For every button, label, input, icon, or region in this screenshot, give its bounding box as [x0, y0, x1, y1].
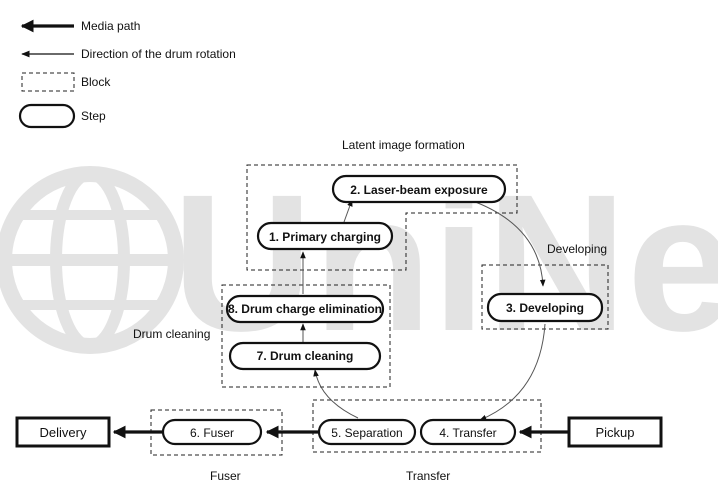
block-latent-label: Latent image formation — [342, 138, 465, 152]
rotation-arrow-developing-to-transfer — [479, 323, 546, 421]
block-developing-label: Developing — [547, 242, 607, 256]
step-8-drum-charge-elimination: 8. Drum charge elimination — [225, 294, 385, 324]
rotation-arrow-exposure-to-developing — [469, 199, 546, 287]
step-4-label: 4. Transfer — [439, 426, 496, 440]
step-6-label: 6. Fuser — [190, 426, 234, 440]
block-transfer-label: Transfer — [406, 469, 450, 483]
legend: Media path Direction of the drum rotatio… — [18, 19, 236, 129]
step-2-laser-beam-exposure: 2. Laser-beam exposure — [331, 174, 507, 204]
pickup-box: Pickup — [567, 416, 663, 448]
block-drum-cleaning-label: Drum cleaning — [133, 327, 210, 341]
step-5-label: 5. Separation — [331, 426, 402, 440]
block-latent-image-formation — [246, 164, 518, 271]
rotation-arrow-separation-to-cleaning — [313, 369, 359, 419]
legend-media-path-label: Media path — [81, 19, 140, 33]
drum-rotation-arrows — [300, 199, 546, 421]
step-7-label: 7. Drum cleaning — [257, 349, 354, 363]
block-drum-cleaning — [221, 284, 391, 388]
legend-step-label: Step — [81, 109, 106, 123]
step-6-fuser: 6. Fuser — [161, 418, 263, 446]
step-2-label: 2. Laser-beam exposure — [350, 183, 488, 197]
step-4-transfer: 4. Transfer — [419, 418, 517, 446]
pickup-label: Pickup — [595, 425, 634, 440]
step-3-developing: 3. Developing — [486, 292, 604, 323]
delivery-box: Delivery — [15, 416, 111, 448]
step-5-separation: 5. Separation — [317, 418, 417, 446]
step-1-label: 1. Primary charging — [269, 230, 381, 244]
block-fuser-label: Fuser — [210, 469, 241, 483]
legend-block-swatch — [21, 72, 75, 92]
step-7-drum-cleaning: 7. Drum cleaning — [228, 341, 382, 371]
step-8-label: 8. Drum charge elimination — [228, 302, 382, 316]
delivery-label: Delivery — [40, 425, 87, 440]
block-transfer — [312, 399, 542, 453]
legend-block-label: Block — [81, 75, 111, 89]
step-3-label: 3. Developing — [506, 301, 584, 315]
legend-step-swatch — [18, 103, 76, 129]
step-1-primary-charging: 1. Primary charging — [256, 221, 394, 251]
legend-drum-rotation-label: Direction of the drum rotation — [81, 47, 236, 61]
rotation-arrow-charging-to-exposure — [343, 199, 353, 223]
